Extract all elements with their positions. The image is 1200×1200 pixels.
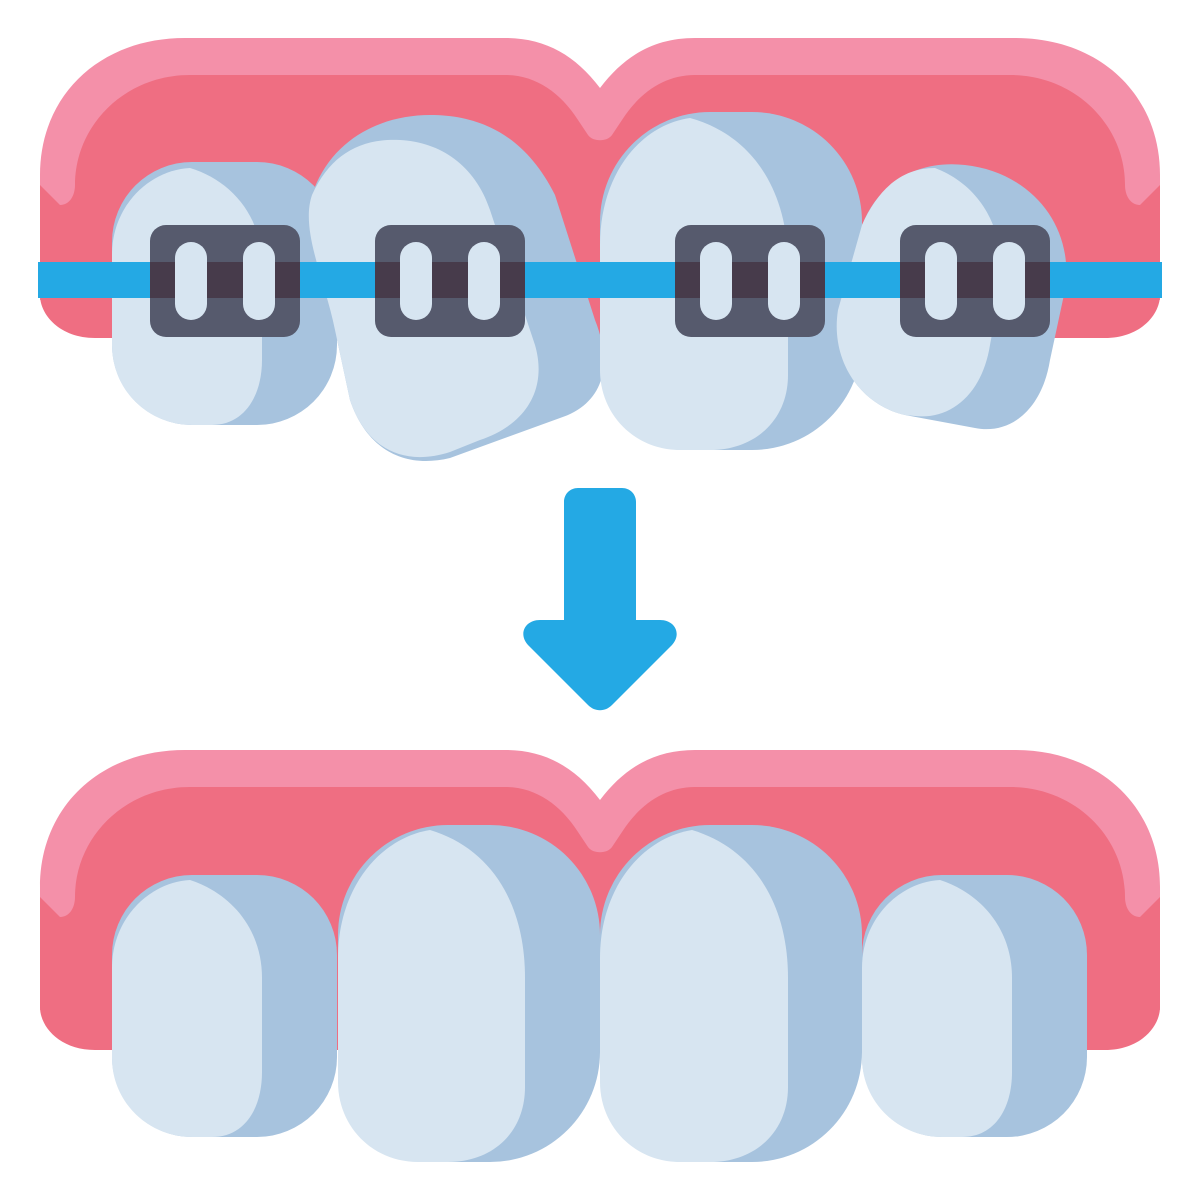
bracket-2 — [375, 225, 525, 337]
straight-tooth-3 — [600, 825, 862, 1162]
after-straight-teeth-group — [40, 750, 1160, 1162]
before-braces-group — [38, 38, 1162, 461]
bracket-3 — [675, 225, 825, 337]
arrow-down-icon — [523, 488, 677, 711]
bracket-1 — [150, 225, 300, 337]
straight-tooth-2 — [338, 825, 600, 1162]
straight-tooth-1 — [112, 875, 337, 1137]
straight-tooth-4 — [862, 875, 1087, 1137]
bracket-4 — [900, 225, 1050, 337]
